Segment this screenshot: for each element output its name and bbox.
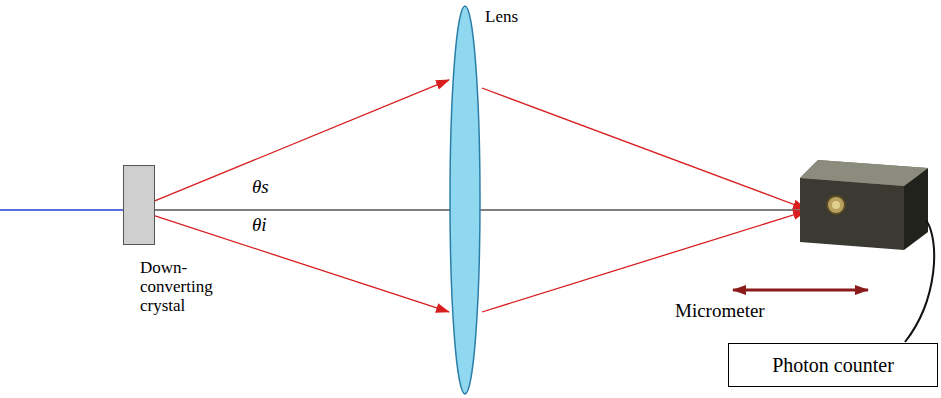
detector [800,160,928,250]
counter-label: Photon counter [772,354,894,377]
focused-ray [482,88,806,209]
angle-label: θs [252,176,269,198]
crystal: Down- converting crystal [123,165,155,245]
micrometer-arrow [733,289,868,292]
cable [905,220,934,342]
micrometer-label: Micrometer [675,300,765,322]
pump-beam [0,209,132,211]
lens: Lens [449,5,481,395]
lens-shape [449,5,481,395]
lens-label: Lens [485,7,518,27]
crystal-label: Down- converting crystal [140,258,236,315]
focused-ray [482,211,806,312]
angle-label: θi [252,214,267,236]
counter-box: Photon counter [728,343,938,387]
light-ray [139,80,449,208]
